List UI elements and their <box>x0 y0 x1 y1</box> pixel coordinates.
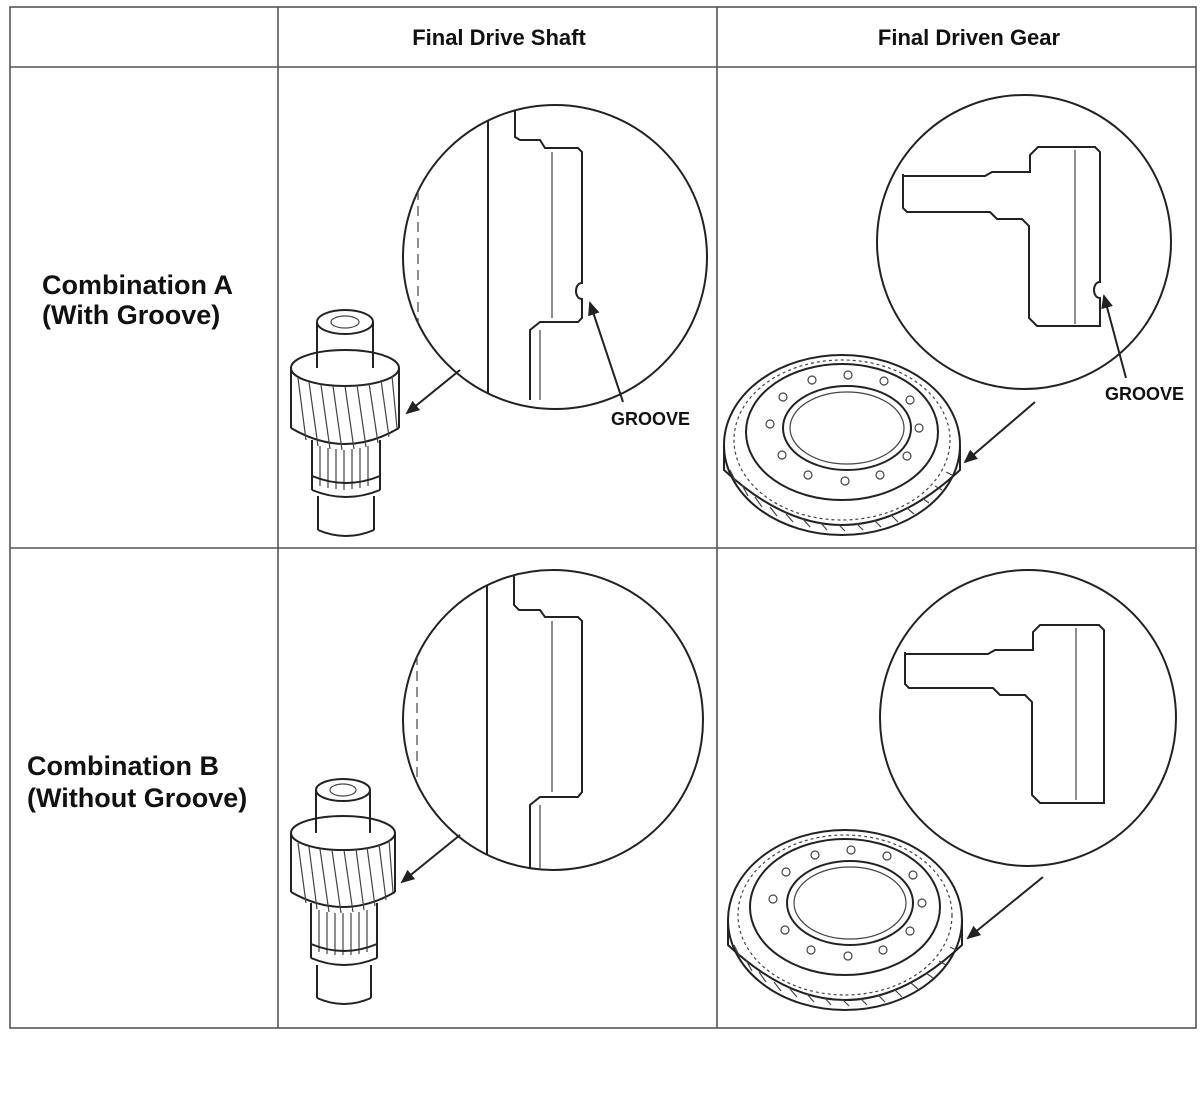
drive-shaft-illustration-a <box>290 309 400 537</box>
groove-callout-a2: GROOVE <box>1105 384 1184 404</box>
pointer-arrow-b2 <box>966 876 1044 940</box>
groove-callout-a1: GROOVE <box>611 409 690 429</box>
row-label-without-groove: (Without Groove) <box>27 783 247 813</box>
row-label-combination-b: Combination B <box>27 751 219 781</box>
pointer-arrow-a2 <box>963 401 1036 464</box>
pointer-arrow-b1 <box>400 834 461 884</box>
groove-detail-circle-a2 <box>876 94 1172 390</box>
groove-detail-circle-a1 <box>402 104 708 410</box>
pointer-arrow-a1 <box>405 369 461 415</box>
row-label-combination-a: Combination A <box>42 270 233 300</box>
driven-gear-illustration-a <box>723 354 961 536</box>
header-final-driven-gear: Final Driven Gear <box>878 25 1061 50</box>
drive-shaft-illustration-b <box>290 778 396 1005</box>
driven-gear-illustration-b <box>727 829 963 1011</box>
detail-circle-b1 <box>402 569 704 871</box>
header-final-drive-shaft: Final Drive Shaft <box>412 25 586 50</box>
detail-circle-b2 <box>879 569 1177 867</box>
table-grid <box>9 6 1197 1029</box>
row-label-with-groove: (With Groove) <box>42 300 220 330</box>
